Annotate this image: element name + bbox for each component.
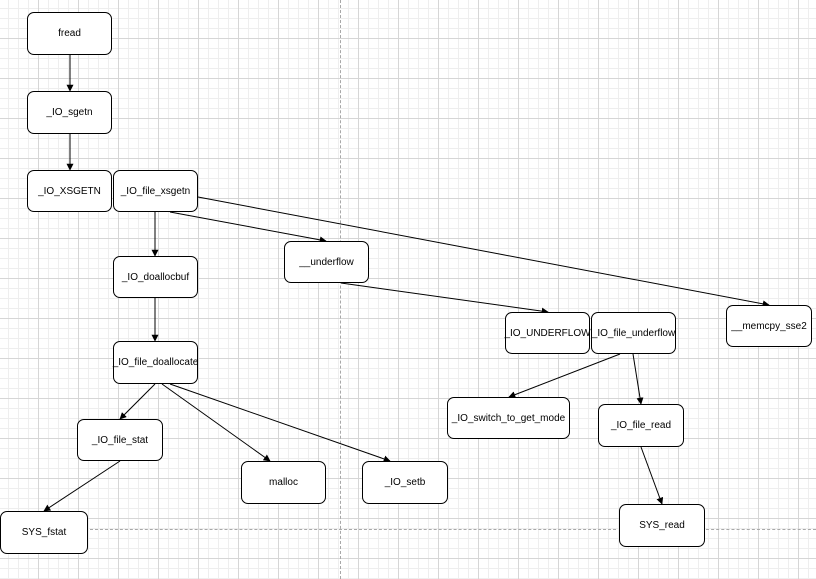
edge-io-file-doallocate-to-io-file-stat	[119, 383, 156, 420]
node-io-switch-to-get-mode[interactable]: _IO_switch_to_get_mode	[447, 397, 570, 439]
node-io-underflow[interactable]: _IO_UNDERFLOW	[504, 312, 591, 354]
edge-io-file-xsgetn-to-memcpy-sse2	[197, 196, 770, 308]
horizontal-guide-line	[90, 529, 616, 530]
node-io-file-doallocate[interactable]: _IO_file_doallocate	[113, 341, 198, 384]
node-sys-read[interactable]: SYS_read	[619, 504, 705, 547]
edge-underflow-to-io-underflow	[340, 282, 549, 315]
node-io-file-read[interactable]: _IO_file_read	[598, 404, 684, 447]
edge-io-file-doallocate-to-io-setb	[169, 383, 391, 463]
node-io-xsgetn[interactable]: _IO_XSGETN	[27, 170, 112, 212]
node-io-sgetn[interactable]: _IO_sgetn	[27, 91, 112, 134]
node-io-doallocbuf[interactable]: _IO_doallocbuf	[113, 256, 198, 298]
edge-io-file-read-to-sys-read	[640, 446, 664, 505]
node-io-file-underflow[interactable]: _IO_file_underflow	[591, 312, 676, 354]
node-io-file-stat[interactable]: _IO_file_stat	[77, 419, 163, 461]
edge-io-file-xsgetn-to-underflow	[169, 211, 327, 244]
edge-io-file-underflow-to-io-file-read	[632, 353, 644, 405]
node-underflow[interactable]: __underflow	[284, 241, 369, 283]
node-memcpy-sse2[interactable]: __memcpy_sse2	[726, 305, 812, 347]
node-sys-fstat[interactable]: SYS_fstat	[0, 511, 88, 554]
edge-io-file-doallocate-to-malloc	[161, 383, 271, 462]
edge-io-file-stat-to-sys-fstat	[43, 460, 121, 512]
edge-io-file-underflow-to-io-switch-to-get-mode	[508, 353, 621, 398]
node-io-file-xsgetn[interactable]: _IO_file_xsgetn	[113, 170, 198, 212]
vertical-guide-line	[340, 0, 341, 579]
horizontal-guide-line	[706, 529, 816, 530]
node-fread[interactable]: fread	[27, 12, 112, 55]
node-io-setb[interactable]: _IO_setb	[362, 461, 448, 504]
node-malloc[interactable]: malloc	[241, 461, 326, 504]
